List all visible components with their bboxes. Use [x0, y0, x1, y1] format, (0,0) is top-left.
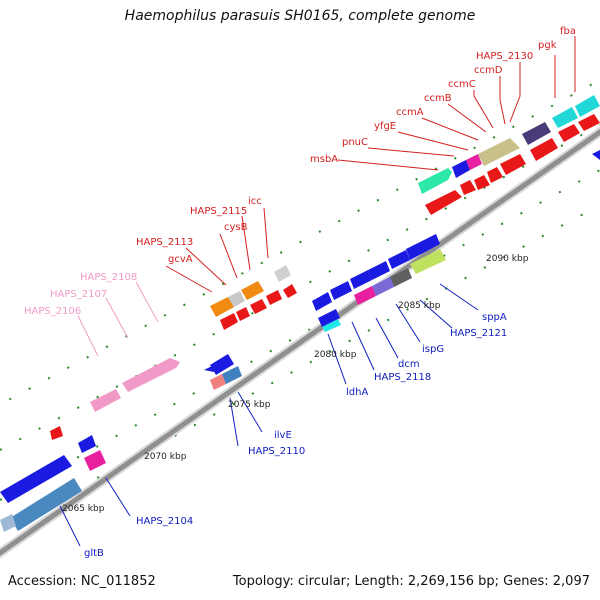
forward-genes — [50, 95, 600, 440]
gene-arrow — [318, 309, 340, 327]
gene-arrow — [350, 270, 372, 289]
gene-label: gltB — [84, 548, 104, 559]
gene-label: ispG — [422, 344, 444, 355]
gene-arrow — [410, 249, 446, 274]
gene-arrow — [210, 354, 234, 375]
gene-label: pgk — [538, 40, 557, 51]
gene-arrow — [558, 124, 580, 142]
gene-label: HAPS_2121 — [450, 328, 507, 339]
gene-arrow — [425, 190, 462, 215]
gene-label: pnuC — [342, 137, 368, 148]
gene-arrow — [390, 268, 412, 287]
gene-arrow — [478, 138, 520, 166]
scale-label: 2065 kbp — [62, 504, 105, 514]
scale-label: 2075 kbp — [228, 400, 271, 410]
scale-label: 2085 kbp — [398, 301, 441, 311]
gene-arrow — [274, 265, 291, 282]
genome-title: Haemophilus parasuis SH0165, complete ge… — [124, 8, 476, 24]
gene-label: HAPS_2130 — [476, 51, 533, 62]
gene-arrow — [220, 313, 238, 330]
scale-label: 2080 kbp — [314, 350, 357, 360]
gene-arrow — [322, 319, 341, 332]
gene-arrow — [204, 366, 214, 372]
gene-arrow — [354, 286, 376, 305]
scale-label: 2070 kbp — [144, 452, 187, 462]
gene-label: HAPS_2106 — [24, 306, 81, 317]
gene-arrow — [266, 290, 282, 305]
gene-arrow — [236, 307, 250, 321]
gene-label: HAPS_2113 — [136, 237, 193, 248]
gene-arrow — [283, 284, 297, 298]
gene-arrow — [474, 175, 490, 190]
gene-arrow — [122, 358, 180, 392]
topology-text: Topology: circular; Length: 2,269,156 bp… — [232, 574, 590, 589]
gene-label: HAPS_2107 — [50, 289, 107, 300]
gene-arrow — [406, 234, 440, 260]
gene-arrow — [241, 281, 264, 300]
gene-label: ccmB — [424, 93, 452, 104]
genome-backbone — [0, 126, 600, 559]
gene-arrow — [522, 122, 551, 145]
gene-label: cysB — [224, 222, 248, 233]
gene-arrow — [368, 261, 390, 280]
gene-label: ccmA — [396, 107, 424, 118]
gene-arrow — [530, 138, 558, 161]
scale-label: 2090 kbp — [486, 254, 529, 264]
gene-arrow — [0, 455, 72, 503]
gene-label: ilvE — [274, 430, 292, 441]
gene-label: ldhA — [346, 387, 368, 398]
gene-label: HAPS_2108 — [80, 272, 137, 283]
gene-arrow — [552, 107, 578, 128]
gene-label: HAPS_2115 — [190, 206, 247, 217]
gene-label: ccmD — [474, 65, 503, 76]
gene-arrow — [578, 114, 600, 131]
gene-label: msbA — [310, 154, 338, 165]
reverse-genes — [0, 150, 600, 532]
gene-label: HAPS_2118 — [374, 372, 431, 383]
gene-label: ccmC — [448, 79, 476, 90]
gene-arrow — [575, 95, 600, 117]
gene-label: sppA — [482, 312, 507, 323]
gene-arrow — [222, 366, 242, 384]
gene-arrow — [592, 150, 600, 160]
gene-arrow — [330, 281, 352, 300]
gene-arrow — [90, 389, 121, 412]
gene-arrow — [78, 435, 96, 453]
gene-arrow — [84, 450, 106, 471]
gene-arrow — [466, 154, 482, 170]
gene-arrow — [460, 180, 476, 195]
gene-label: dcm — [398, 359, 420, 370]
gene-label: gcvA — [168, 254, 193, 265]
gene-label: fba — [560, 26, 576, 37]
gene-arrow — [388, 250, 410, 269]
gene-arrow — [10, 478, 82, 531]
label-leaders — [59, 36, 576, 547]
gene-arrow — [500, 154, 526, 175]
gene-label: HAPS_2104 — [136, 516, 193, 527]
gene-arrow — [312, 292, 332, 311]
gene-arrow — [228, 291, 245, 307]
gene-arrow — [452, 160, 470, 178]
gene-label: HAPS_2110 — [248, 446, 305, 457]
accession-text: Accession: NC_011852 — [8, 574, 156, 589]
gene-arrow — [372, 277, 394, 296]
gene-arrow — [418, 168, 452, 194]
gene-label: yfgE — [374, 121, 396, 132]
gene-arrow — [50, 426, 63, 440]
gene-arrow — [0, 514, 16, 532]
gene-arrow — [210, 374, 226, 390]
gene-arrow — [250, 299, 267, 314]
gene-arrow — [487, 167, 503, 183]
gene-label: icc — [248, 196, 262, 207]
gene-arrow — [210, 297, 234, 317]
